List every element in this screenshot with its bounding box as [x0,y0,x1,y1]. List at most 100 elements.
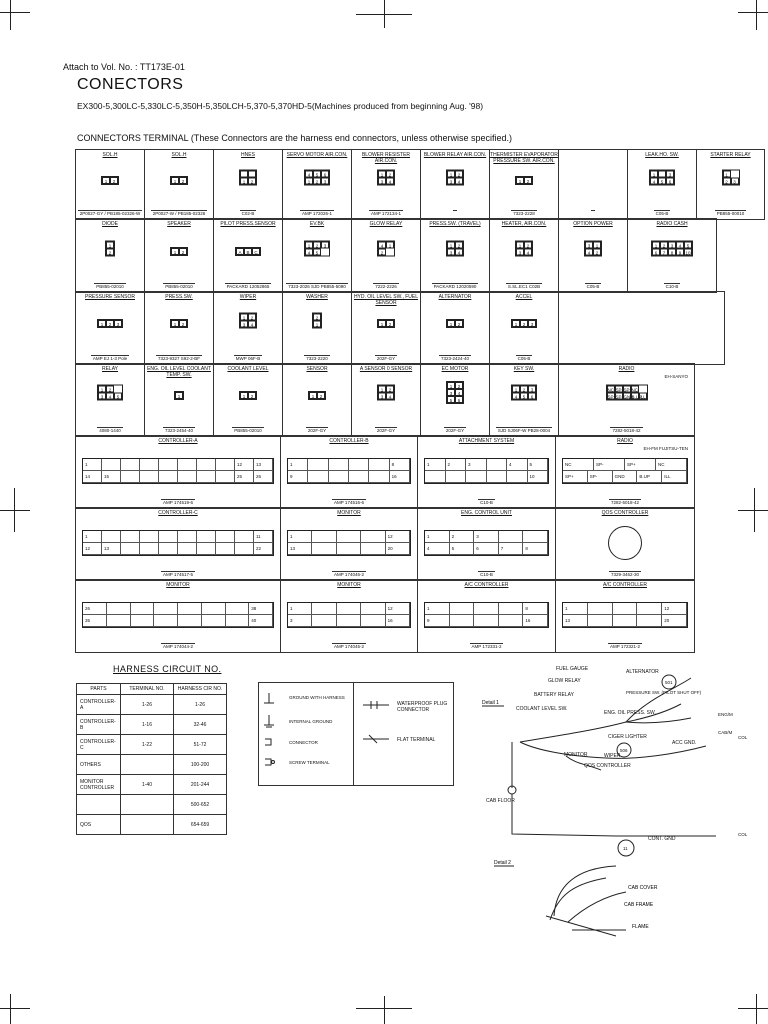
pin: 3 [378,392,386,400]
pin: SP- [614,385,624,393]
part-number: PACKARD 12020590 [431,283,479,289]
label-flame: FLAME [632,924,649,930]
part-number: AMP 174044-2 [161,643,195,649]
pin [336,603,362,615]
part-number: 202F-GY [305,427,329,433]
harness-cell: CONTROLLER-A [76,694,121,715]
pin: 3 [114,320,122,328]
pin [225,615,250,627]
part-number: 7323-2026 SJD PB855-5090 [286,283,348,289]
pin: 4 [455,177,463,185]
label-alternator: ALTERNATOR [626,669,659,675]
pin [361,531,386,543]
pin: 3 [98,392,106,400]
connector-body [608,526,642,560]
pin [587,603,613,615]
harness-cell: 32-46 [173,714,227,735]
part-number: AMP 174046-2 [332,571,366,577]
pin [328,459,349,471]
pin: SP- [587,471,613,483]
pin: 1 [516,176,524,184]
detail2-label: Detail 2 [494,860,511,866]
connector-name: DIODE [102,221,118,227]
part-number: AMP 174517-5 [161,571,195,577]
harness-cell: MONITOR CONTROLLER [76,774,121,795]
page-title: CONECTORS [77,76,184,93]
part-number: C05-B [515,355,533,361]
section-heading-terminal: CONNECTORS TERMINAL (These Connectors ar… [77,133,513,143]
label-fuel-gauge: FUEL GAUGE [556,666,589,672]
pin: 7 [498,543,524,555]
pin: 3 [321,177,329,185]
part-number: 2P0027-W / PB185-02326 [150,210,208,216]
crop-mark [0,510,30,511]
connector-name: A SENSOR 0 SENSOR [359,366,413,372]
pin [587,615,613,627]
pin [312,531,337,543]
pin [425,471,446,483]
part-number [591,210,595,216]
label-eng-oil-press: ENG. OIL PRESS. SW. [604,710,656,716]
pin: 26 [83,603,107,615]
crop-mark [738,510,768,511]
pin [235,531,254,543]
pin: 3 [516,248,524,256]
pin [140,471,159,483]
pin: 2 [520,320,528,328]
harness-cell: 1-26 [120,694,174,715]
pin: 5 [114,392,122,400]
pin: B.UP [637,471,663,483]
legend-flat-terminal: FLAT TERMINAL [397,737,436,743]
pin: 4 [425,543,450,555]
connector-name: HYD. OIL LEVEL SW., FUEL SENSOR [353,294,419,306]
harness-cell: CONTROLLER-C [76,734,121,755]
pin: 13 [288,543,313,555]
pin [159,471,178,483]
pin: 8 [389,459,410,471]
pin: 1 [512,320,520,328]
harness-cell: CONTROLLER-B [76,714,121,735]
pin: 6 [455,396,463,404]
label-battery-relay: BATTERY RELAY [534,692,575,698]
pin: 2 [386,385,394,393]
pin [197,471,216,483]
pin [486,471,507,483]
harness-cell [120,794,174,815]
pin [361,543,386,555]
detail1-diagram: Detail 1 FUEL GAUGE ALTERNATOR GLOW RELA… [482,666,748,857]
pin: 1 [240,392,248,400]
pin: 25 [235,471,254,483]
part-number: AMP 172134-1 [369,210,403,216]
pin: 1 [313,320,321,328]
connector-name: SOL.H [102,152,118,158]
pin: 4 [386,177,394,185]
harness-cell: 500-652 [173,794,227,815]
pin: A [236,247,244,255]
pin: 4 [106,392,114,400]
pin: 1 [512,385,520,393]
pin: 1 [175,392,183,400]
pin: 1 [309,392,317,400]
pin: 1 [650,170,658,178]
pin [474,615,499,627]
pin [121,459,140,471]
pin: 6 [652,248,660,256]
pin: 4 [650,177,658,185]
pin: 1 [652,241,660,249]
crop-mark [756,0,757,30]
pin [336,543,362,555]
